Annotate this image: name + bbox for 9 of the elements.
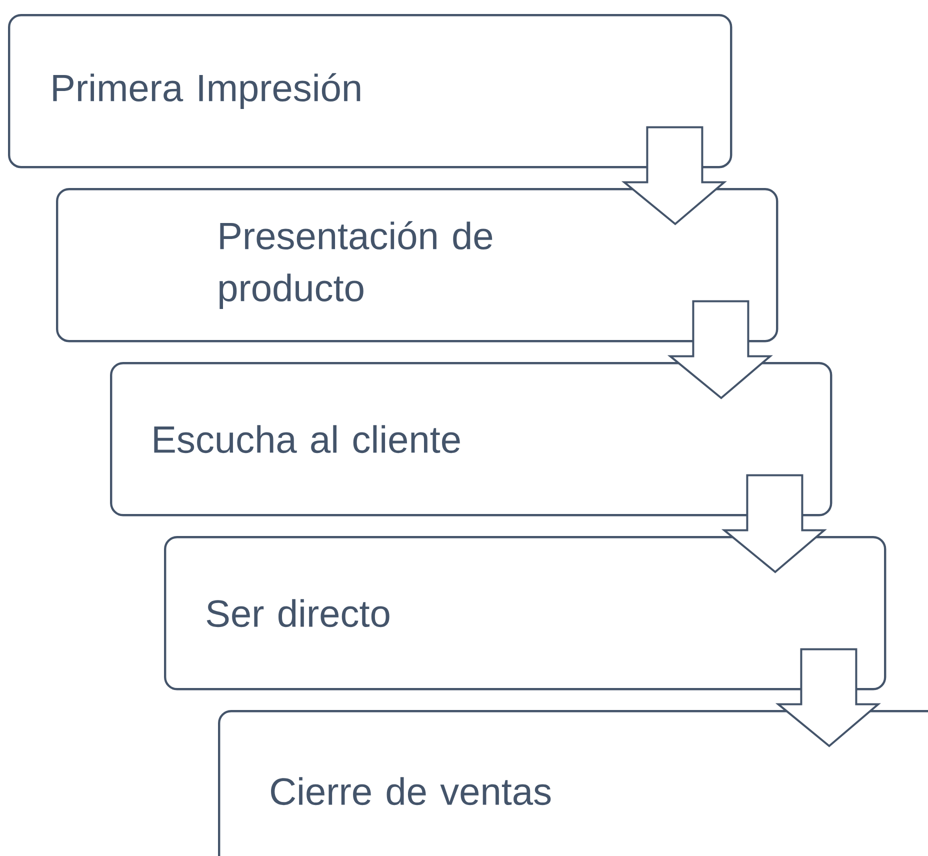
step-box: Primera Impresión <box>8 14 732 168</box>
step-box: Cierre de ventas <box>218 710 928 856</box>
block-arrow <box>775 648 881 748</box>
block-arrow <box>621 126 727 226</box>
step-box: Escucha al cliente <box>110 362 832 516</box>
block-arrow <box>721 474 827 574</box>
block-arrow <box>667 300 773 400</box>
step-box: Ser directo <box>164 536 886 690</box>
step-box: Presentación de producto <box>56 188 778 342</box>
